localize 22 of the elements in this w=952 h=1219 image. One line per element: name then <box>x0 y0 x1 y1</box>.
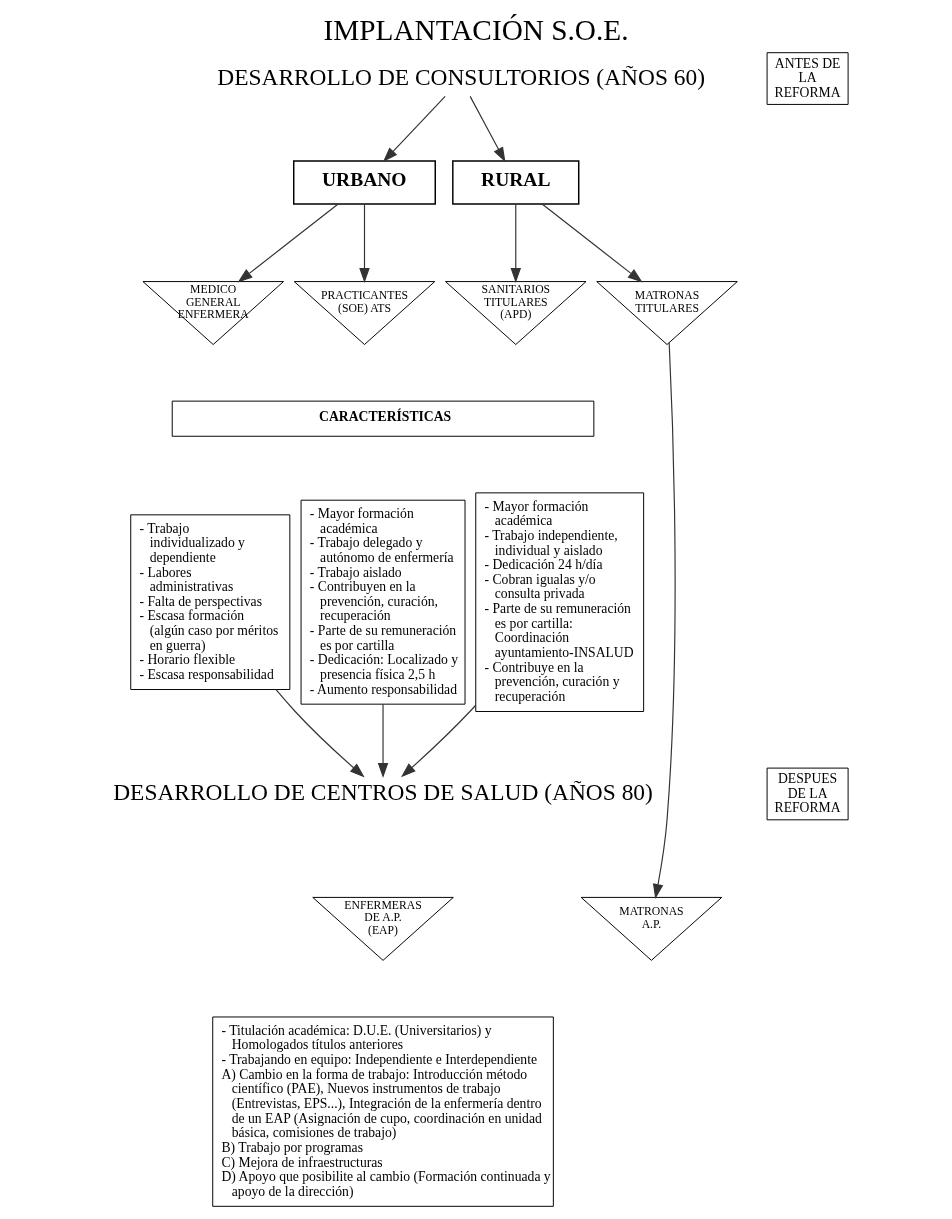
node-box: CARACTERÍSTICAS <box>171 400 595 437</box>
diagram-title: IMPLANTACIÓN S.O.E. <box>323 14 629 47</box>
arrow <box>382 95 446 163</box>
arrow <box>652 342 676 900</box>
arrow <box>275 689 365 778</box>
arrow <box>377 703 389 778</box>
arrow <box>541 203 643 283</box>
node-box: URBANO <box>293 160 436 205</box>
node-box: RURAL <box>452 160 580 205</box>
node-box: DESPUES DE LA REFORMA <box>766 767 849 821</box>
node-text: DESARROLLO DE CENTROS DE SALUD (AÑOS 80) <box>113 779 653 806</box>
arrow <box>401 704 477 778</box>
arrow <box>510 203 522 283</box>
node-box: - Mayor formación académica - Trabajo independiente, individual y aislado - Dedicación 24 h/día - Cobran igualas y/o consulta privada - Parte de su remuneración es por cartilla: Coordinación ayuntamiento-INSALUD - Contribuye en la prevención, curación y recuperación <box>475 492 645 712</box>
node-box: - Mayor formación académica - Trabajo delegado y autónomo de enfermería - Trabajo aislado - Contribuyen en la prevención, curación, recuperación - Parte de su remuneración es por cartilla - Dedicación: Localizado y presencia física 2,5 h - Aumento responsabilidad <box>300 499 466 705</box>
arrow <box>469 95 506 163</box>
node-box: - Trabajo individualizado y dependiente - Labores administrativas - Falta de perspectivas - Escasa formación (algún caso por méritos en guerra) - Horario flexible - Escasa responsabilidad <box>130 514 291 690</box>
node-box: - Titulación académica: D.U.E. (Universitarios) y Homologados títulos anteriores - Trabajando en equipo: Independiente e Interdependiente A) Cambio en la forma de trabajo: Introducción método científico (PAE), Nuevos instrumentos de trabajo (Entrevistas, EPS...), Integración de la enfermería dentro de un EAP (Asignación de cupo, coordinación en unidad básica, comisiones de trabajo) B) Trabajo por programas C) Mejora de infraestructuras D) Apoyo que posibilite al cambio (Formación continuada y apoyo de la dirección) <box>212 1016 554 1207</box>
arrow <box>237 203 339 283</box>
node-box: ANTES DE LA REFORMA <box>766 52 849 105</box>
arrow <box>359 203 370 283</box>
node-text: DESARROLLO DE CONSULTORIOS (AÑOS 60) <box>217 63 705 90</box>
